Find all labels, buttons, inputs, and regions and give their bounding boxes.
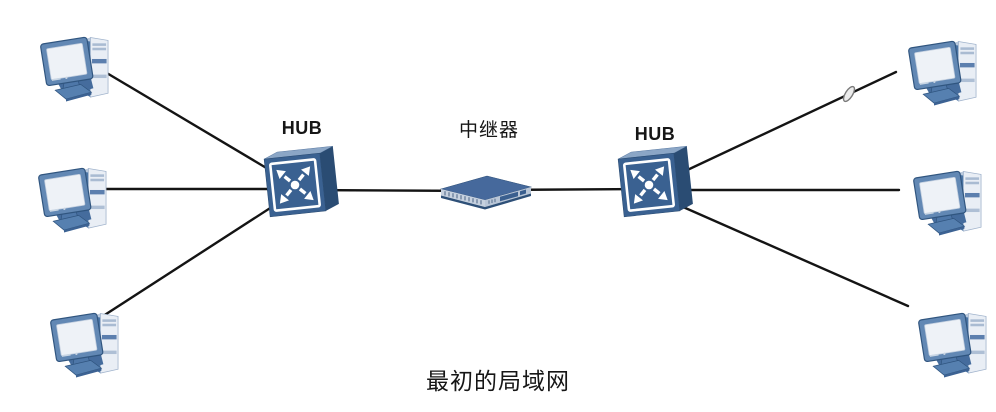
computer-icon-left-top [39, 36, 109, 102]
computer-icon-left-middle [37, 167, 107, 233]
repeater-label: 中继器 [458, 120, 519, 141]
cable-pc-left-bottom [98, 190, 297, 320]
hub-left-label: HUB [281, 118, 323, 138]
repeater-device-icon [440, 175, 532, 211]
cable-pc-right-bottom [647, 190, 910, 308]
hub-right-label: HUB [634, 124, 676, 144]
hub-switch-icon-left [264, 146, 339, 217]
cable-pc-left-top [93, 64, 297, 187]
computer-icon-right-middle [912, 170, 982, 236]
cable-connector-icon [842, 85, 856, 103]
diagram-caption: 最初的局域网 [426, 368, 570, 394]
computer-icon-right-top [907, 40, 977, 106]
hub-switch-icon-right [618, 146, 693, 217]
